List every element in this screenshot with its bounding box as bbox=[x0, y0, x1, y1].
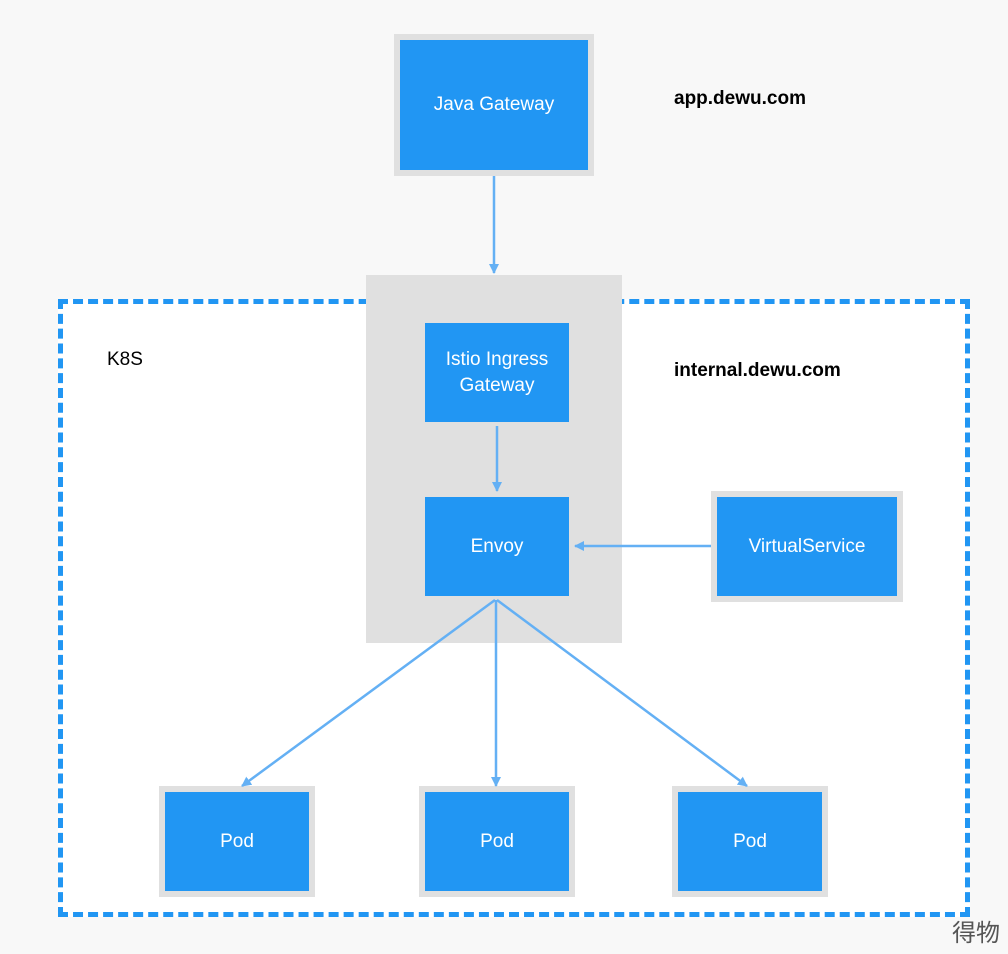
istio-ingress-gateway-label: Istio Ingress Gateway bbox=[445, 348, 549, 396]
pod-node-2: Pod bbox=[419, 786, 575, 897]
java-gateway-label: Java Gateway bbox=[433, 94, 555, 115]
cluster-label: K8S bbox=[107, 349, 143, 370]
internal-domain-label: internal.dewu.com bbox=[674, 360, 841, 381]
external-domain-label: app.dewu.com bbox=[674, 88, 806, 109]
envoy-node: Envoy bbox=[425, 497, 569, 596]
java-gateway-node: Java Gateway bbox=[394, 34, 594, 176]
watermark-logo: 得物 bbox=[952, 919, 1000, 947]
envoy-label: Envoy bbox=[470, 535, 524, 557]
istio-ingress-gateway-node: Istio Ingress Gateway bbox=[425, 323, 569, 422]
edge-envoy-to-pod-3 bbox=[496, 598, 748, 788]
pod-node-3: Pod bbox=[672, 786, 828, 897]
edge-envoy-to-pod-1 bbox=[241, 598, 496, 788]
pod-node-1: Pod bbox=[159, 786, 315, 897]
virtual-service-label: VirtualService bbox=[748, 535, 866, 557]
pod-label-2: Pod bbox=[480, 830, 514, 852]
virtual-service-node: VirtualService bbox=[711, 491, 903, 602]
pod-label-1: Pod bbox=[220, 830, 254, 852]
pod-label-3: Pod bbox=[733, 830, 767, 852]
